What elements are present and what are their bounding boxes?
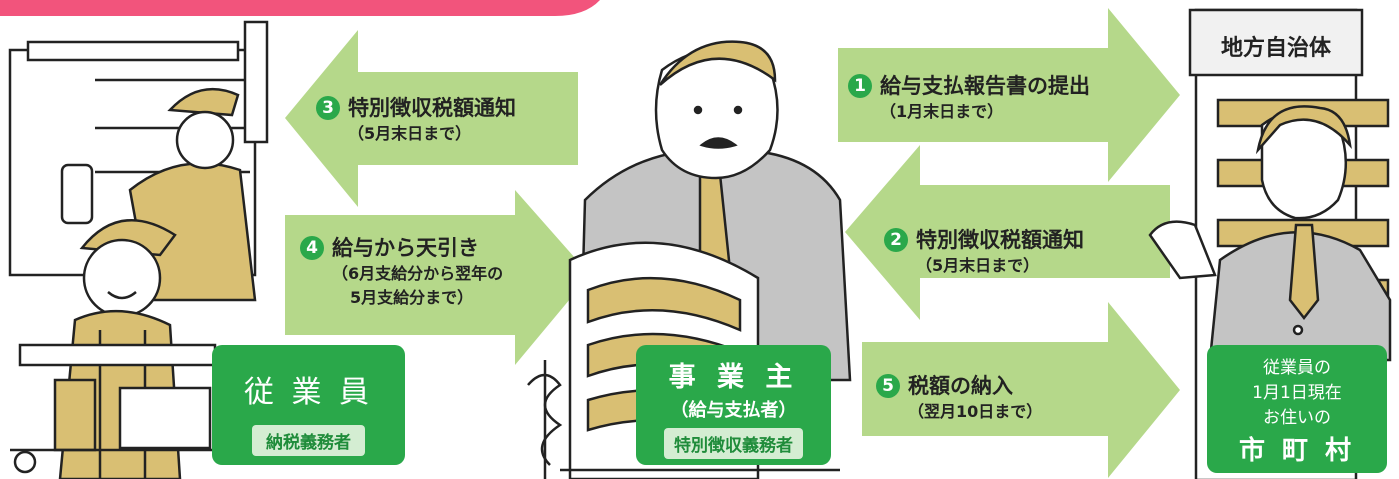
municipality-line-2: 1月1日現在 bbox=[1252, 383, 1342, 403]
flow-1-deadline: （1月末日まで） bbox=[880, 102, 1004, 121]
municipality-line-1: 従業員の bbox=[1263, 358, 1331, 378]
arrow-3-left bbox=[285, 30, 578, 207]
flow-2-deadline: （5月末日まで） bbox=[916, 256, 1040, 275]
employee-role-tag: 納税義務者 bbox=[252, 425, 365, 456]
flow-1-label: 1 給与支払報告書の提出 （1月末日まで） bbox=[848, 70, 1090, 124]
municipality-line-3: お住いの bbox=[1263, 408, 1331, 428]
flow-3-label: 3 特別徴収税額通知 （5月末日まで） bbox=[316, 92, 516, 146]
employer-subtitle: （給与支払者） bbox=[670, 400, 797, 421]
arrow-4-right bbox=[285, 190, 590, 365]
flow-4-period-line-1: （6月支給分から翌年の bbox=[332, 264, 504, 283]
employer-box: 事 業 主 （給与支払者） 特別徴収義務者 bbox=[636, 345, 831, 465]
employee-illustration bbox=[8, 20, 269, 479]
flow-5-deadline: （翌月10日まで） bbox=[908, 402, 1043, 421]
flow-5-label: 5 税額の納入 （翌月10日まで） bbox=[876, 370, 1042, 424]
flow-1-number: 1 bbox=[848, 74, 872, 98]
flow-4-label: 4 給与から天引き （6月支給分から翌年の 5月支給分まで） bbox=[300, 232, 503, 310]
flow-1-text: 給与支払報告書の提出 bbox=[880, 74, 1090, 98]
arrow-1-right bbox=[838, 8, 1180, 182]
flow-2-label: 2 特別徴収税額通知 （5月末日まで） bbox=[884, 224, 1084, 278]
municipality-sign: 地方自治体 bbox=[1220, 36, 1331, 61]
arrow-2-left bbox=[845, 145, 1170, 320]
flow-4-text: 給与から天引き bbox=[332, 236, 479, 260]
arrow-5-right bbox=[862, 302, 1180, 478]
flow-5-text: 税額の納入 bbox=[908, 374, 1013, 398]
flow-3-number: 3 bbox=[316, 96, 340, 120]
flow-3-deadline: （5月末日まで） bbox=[348, 124, 472, 143]
municipality-title: 市 町 村 bbox=[1238, 436, 1356, 466]
flow-4-period-line-2: 5月支給分まで） bbox=[350, 288, 474, 307]
accent-bar bbox=[0, 0, 600, 16]
municipality-box: 従業員の 1月1日現在 お住いの 市 町 村 bbox=[1207, 345, 1387, 473]
flow-3-text: 特別徴収税額通知 bbox=[348, 96, 516, 120]
flow-2-text: 特別徴収税額通知 bbox=[916, 228, 1084, 252]
flow-2-number: 2 bbox=[884, 228, 908, 252]
employee-box: 従 業 員 納税義務者 bbox=[212, 345, 405, 465]
flow-4-number: 4 bbox=[300, 236, 324, 260]
employee-title: 従 業 員 bbox=[243, 375, 374, 410]
flow-5-number: 5 bbox=[876, 374, 900, 398]
employer-title: 事 業 主 bbox=[668, 362, 799, 393]
employer-role-tag: 特別徴収義務者 bbox=[664, 428, 803, 459]
